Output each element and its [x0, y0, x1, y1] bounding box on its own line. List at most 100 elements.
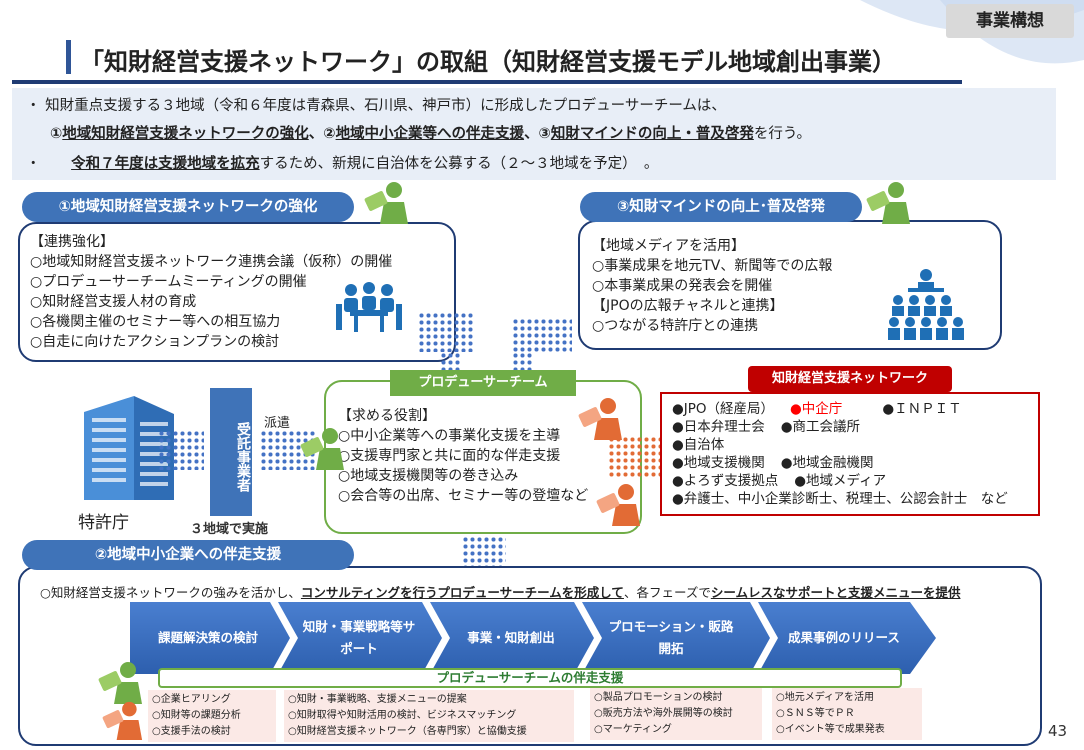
producer-list: 【求める役割】 ○中小企業等への事業化支援を主導 ○支援専門家と共に面的な伴走支… [338, 406, 588, 506]
contractor-label: 受託事業者 [235, 422, 251, 492]
network-member: ●地域金融機関 [780, 455, 874, 471]
intro-text: ○知財経営支援ネットワークの強みを活かし、 [40, 585, 301, 600]
summary-num-2: 、② [308, 126, 336, 142]
page-title: 「知財経営支援ネットワーク」の取組（知財経営支援モデル地域創出事業） [80, 48, 896, 76]
menu-item: ○知財・事業戦略、支援メニューの提案 [288, 694, 467, 705]
menu-4: ○地元メディアを活用 ○ＳＮＳ等でＰＲ ○イベント等で成果発表 [772, 688, 922, 740]
section2-intro: ○知財経営支援ネットワークの強みを活かし、コンサルティングを行うプロデューサーチ… [40, 582, 960, 601]
expert-icon [102, 701, 143, 740]
section3-heading: ③知財マインドの向上･普及啓発 [580, 192, 862, 222]
section3-item: ○本事業成果の発表会を開催 [592, 278, 773, 294]
section1-item: ○知財経営支援人材の育成 [30, 294, 197, 310]
summary-line-2: ①地域知財経営支援ネットワークの強化、②地域中小企業等への伴走支援、③知財マイン… [50, 122, 811, 143]
section1-item: ○地域知財経営支援ネットワーク連携会議（仮称）の開催 [30, 254, 393, 270]
summary-item-2: 地域中小企業等への伴走支援 [335, 126, 525, 142]
audience-icon [888, 269, 964, 340]
producer-box [324, 380, 642, 534]
summary-panel [12, 88, 1056, 180]
menu-3: ○製品プロモーションの検討 ○販売方法や海外展開等の検討 ○マーケティング [590, 688, 762, 740]
summary-expand-rest: するため、新規に自治体を公募する（２～３地域を予定） 。 [259, 156, 659, 172]
dispatch-label: 派遣 [264, 416, 291, 431]
expert-icon [578, 398, 622, 440]
consultant-icon [364, 182, 408, 224]
category-tag: 事業構想 [946, 4, 1074, 38]
summary-tail: を行う。 [753, 126, 811, 142]
network-member: ●弁護士、中小企業診断士、税理士、公認会計士 など [672, 491, 1008, 507]
dotted-arrow-to-section1 [418, 312, 474, 352]
producer-item: 【求める役割】 [338, 408, 436, 424]
menu-item: ○ＳＮＳ等でＰＲ [776, 708, 855, 719]
section1-heading: ①地域知財経営支援ネットワークの強化 [22, 192, 354, 222]
consultant-icon [866, 182, 910, 224]
network-row: ●日本弁理士会 ●商工会議所 [672, 418, 1008, 436]
summary-item-1: 地域知財経営支援ネットワークの強化 [62, 126, 309, 142]
phase-1: 課題解決策の検討 [157, 630, 258, 645]
network-row: ●よろず支援拠点 ●地域メディア [672, 472, 1008, 490]
dotted-arrow-down [462, 536, 506, 570]
network-member: ●地域支援機関 [672, 455, 765, 471]
producer-item: ○会合等の出席、セミナー等の登壇など [338, 488, 589, 504]
producer-item: ○地域支援機関等の巻き込み [338, 468, 519, 484]
summary-line-3: ・ 令和７年度は支援地域を拡充するため、新規に自治体を公募する（２～３地域を予定… [26, 152, 658, 173]
menu-item: ○企業ヒアリング [152, 694, 231, 705]
network-list: ●JPO（経産局）●中企庁●ＩＮＰＩＴ ●日本弁理士会 ●商工会議所 ●自治体 ●… [672, 400, 1008, 508]
section3-item: ○つながる特許庁との連携 [592, 318, 759, 334]
section1-item: 【連携強化】 [30, 234, 114, 250]
phase-3: 事業・知財創出 [467, 630, 555, 645]
section1-item: ○自走に向けたアクションプランの検討 [30, 334, 280, 350]
summary-num-3: 、③ [524, 126, 551, 142]
phase-chevrons [130, 602, 936, 674]
network-heading: 知財経営支援ネットワーク [748, 366, 952, 392]
support-label: プロデューサーチームの伴走支援 [158, 668, 902, 688]
network-member: ●よろず支援拠点 [672, 473, 779, 489]
menu-2: ○知財・事業戦略、支援メニューの提案 ○知財取得や知財活用の検討、ビジネスマッチ… [284, 690, 574, 742]
menu-item: ○地元メディアを活用 [776, 692, 875, 703]
network-member: ●JPO（経産局） [672, 401, 775, 417]
menu-item: ○販売方法や海外展開等の検討 [594, 708, 733, 719]
page-number: 43 [1048, 722, 1068, 740]
menu-item: ○製品プロモーションの検討 [594, 692, 723, 703]
dotted-arrow-jpo-to-contractor [158, 430, 204, 470]
dotted-arrow-to-section3 [512, 318, 572, 352]
producer-item: ○支援専門家と共に面的な伴走支援 [338, 448, 561, 464]
menu-item: ○知財取得や知財活用の検討、ビジネスマッチング [288, 710, 517, 721]
intro-emphasis: シームレスなサポートと支援メニューを提供 [710, 585, 961, 600]
section1-item: ○各機関主催のセミナー等への相互協力 [30, 314, 281, 330]
producer-heading: プロデューサーチーム [390, 370, 576, 396]
network-row: ●JPO（経産局）●中企庁●ＩＮＰＩＴ [672, 400, 1008, 418]
section3-item: 【JPOの広報チャネルと連携】 [592, 298, 784, 314]
network-box [660, 392, 1040, 516]
section3-list: 【地域メディアを活用】 ○事業成果を地元TV、新聞等での広報 ○本事業成果の発表… [592, 236, 832, 336]
dotted-arrow-network-link [608, 436, 662, 478]
contractor-box [210, 388, 252, 516]
phase-5: 成果事例のリリース [788, 630, 900, 645]
network-member: ●日本弁理士会 [672, 419, 765, 435]
implemented-label: ３地域で実施 [190, 522, 269, 537]
section3-item: 【地域メディアを活用】 [592, 238, 746, 254]
intro-text: 、各フェーズで [623, 585, 711, 600]
section2-heading: ②地域中小企業への伴走支援 [22, 540, 354, 570]
section1-item: ○プロデューサーチームミーティングの開催 [30, 274, 307, 290]
network-member: ●商工会議所 [780, 419, 861, 435]
summary-expand: 令和７年度は支援地域を拡充 [71, 156, 260, 172]
phase-2: 知財・事業戦略等サポート [302, 619, 416, 656]
meeting-icon [336, 282, 402, 332]
network-member: ●ＩＮＰＩＴ [882, 401, 962, 417]
title-accent [66, 40, 71, 74]
network-member: ●地域メディア [794, 473, 887, 489]
title-rule [12, 80, 962, 84]
summary-line-1: ・ 知財重点支援する３地域（令和６年度は青森県、石川県、神戸市）に形成したプロデ… [26, 98, 726, 114]
jpo-label: 特許庁 [78, 513, 129, 533]
consultant-icon [98, 662, 142, 704]
building-icon [84, 396, 174, 500]
menu-item: ○マーケティング [594, 724, 672, 735]
network-member: ●自治体 [672, 437, 725, 453]
summary-bullet: ・ [26, 156, 41, 172]
menu-item: ○支援手法の検討 [152, 726, 231, 737]
network-row: ●地域支援機関 ●地域金融機関 [672, 454, 1008, 472]
menu-item: ○知財経営支援ネットワーク（各専門家）と協働支援 [288, 726, 527, 737]
consultant-icon [300, 428, 344, 470]
expert-icon [596, 484, 640, 526]
section3-item: ○事業成果を地元TV、新聞等での広報 [592, 258, 833, 274]
menu-1: ○企業ヒアリング ○知財等の課題分析 ○支援手法の検討 [148, 690, 276, 742]
